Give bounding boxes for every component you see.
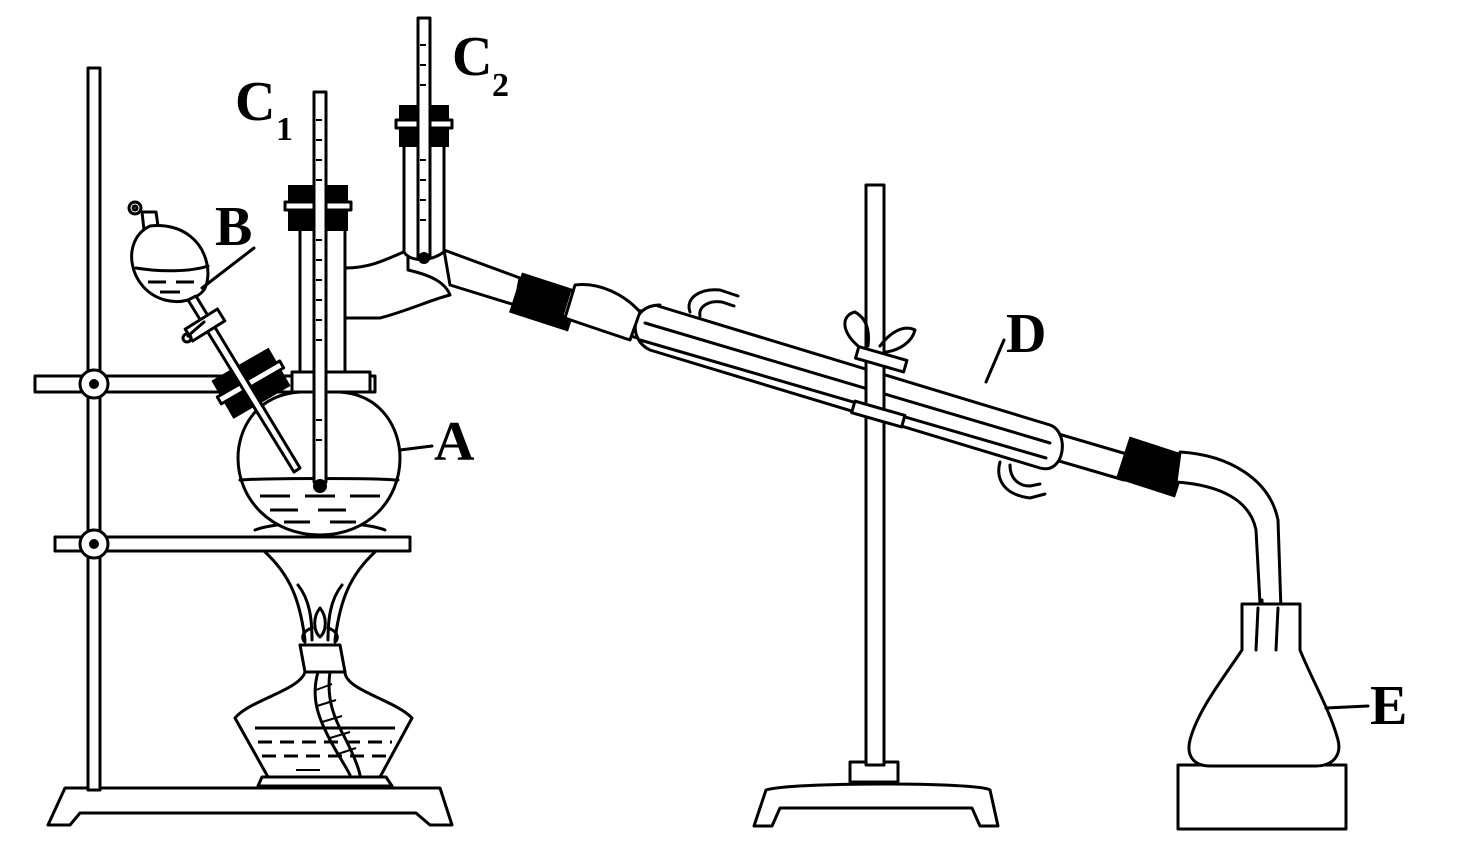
label-C1-subscript: 1 xyxy=(276,111,293,148)
label-leaders xyxy=(200,246,1370,710)
thermometer-C1 xyxy=(312,90,328,493)
separatory-funnel-B xyxy=(127,200,302,474)
thermometer-C2 xyxy=(416,16,432,264)
label-C2-subscript: 2 xyxy=(492,67,509,104)
receiving-flask-E xyxy=(1176,602,1348,831)
label-B: B xyxy=(215,196,252,258)
condenser-D xyxy=(509,272,1189,500)
label-C2: C 2 xyxy=(452,26,509,104)
middle-stand xyxy=(752,183,1000,828)
alcohol-lamp xyxy=(233,550,414,788)
label-C2-letter: C xyxy=(452,26,492,88)
label-E: E xyxy=(1370,675,1407,737)
distillation-flask-A xyxy=(236,135,522,537)
label-C1-letter: C xyxy=(235,71,275,133)
label-C1: C 1 xyxy=(235,71,293,148)
left-iron-stand xyxy=(33,66,454,827)
label-D: D xyxy=(1006,303,1046,365)
label-A: A xyxy=(434,411,475,473)
